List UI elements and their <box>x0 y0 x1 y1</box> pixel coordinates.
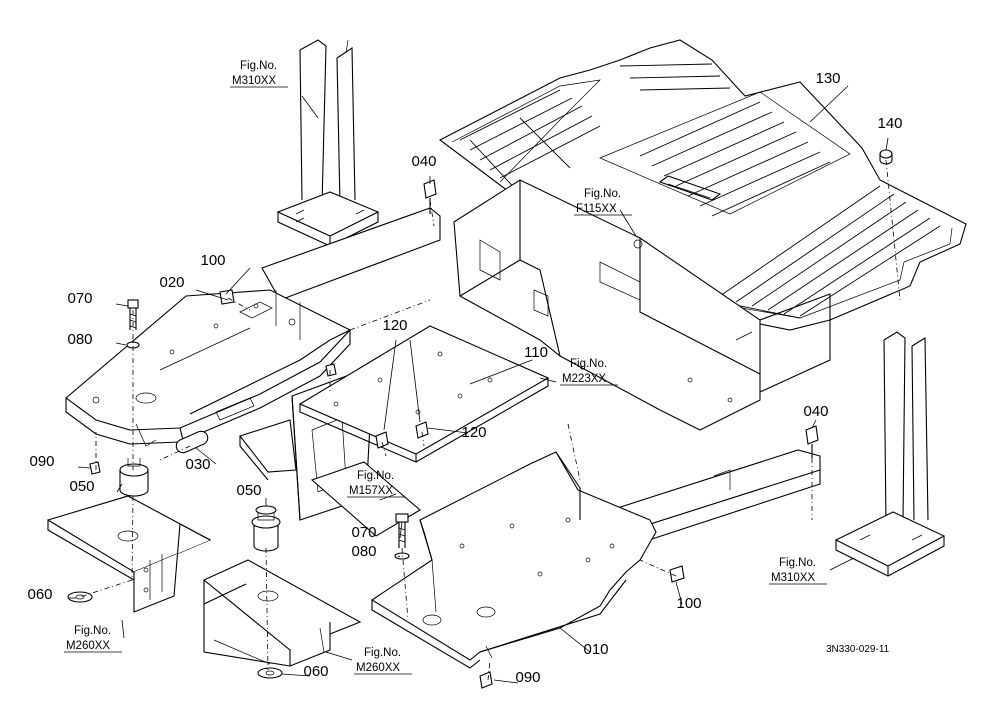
fig-ref-number: M260XX <box>66 640 110 652</box>
column-right <box>834 331 946 577</box>
fig-ref-prefix: Fig.No. <box>584 188 621 200</box>
bolt-070-right <box>395 513 409 548</box>
fig-ref-prefix: Fig.No. <box>240 60 277 72</box>
part-label-070: 070 <box>67 290 92 307</box>
fig-ref-M157XX: Fig.No. M157XX <box>347 470 405 498</box>
washer-080-right <box>394 552 410 560</box>
part-label-060: 060 <box>303 663 328 680</box>
fig-ref-M310XX: Fig.No. M310XX <box>230 60 288 88</box>
bolt-090-left <box>89 461 101 475</box>
part-label-110: 110 <box>524 344 548 361</box>
parts-linework <box>46 39 967 689</box>
washer-060-center <box>257 667 283 679</box>
mount-bracket-center <box>202 559 362 667</box>
bolt-100-left <box>219 289 235 305</box>
fig-ref-F115XX: Fig.No. F115XX <box>574 188 632 216</box>
part-label-070: 070 <box>351 524 376 541</box>
part-label-040: 040 <box>803 403 828 420</box>
assembly-axes <box>79 159 901 681</box>
fig-ref-prefix: Fig.No. <box>74 625 111 637</box>
part-label-010: 010 <box>583 641 608 658</box>
part-label-100: 100 <box>200 252 225 269</box>
part-label-020: 020 <box>159 274 184 291</box>
fig-ref-prefix: Fig.No. <box>364 647 401 659</box>
bolt-090-bottom <box>479 671 493 689</box>
fig-ref-prefix: Fig.No. <box>570 358 607 370</box>
floor-pan-010 <box>370 451 657 669</box>
part-label-120: 120 <box>382 317 407 334</box>
fig-ref-number: M157XX <box>349 485 393 497</box>
part-label-040: 040 <box>411 153 436 170</box>
part-label-050: 050 <box>69 478 94 495</box>
main-frame <box>453 179 831 431</box>
fig-ref-number: F115XX <box>576 203 617 215</box>
bolt-040-top <box>423 179 437 214</box>
leader-lines <box>68 85 889 684</box>
rubber-mount-050-center <box>251 505 281 552</box>
part-labels: 010 020 030 040 040 050 050 060 060 070 070 080 080 0… <box>27 70 902 686</box>
part-label-080: 080 <box>351 543 376 560</box>
part-label-090: 090 <box>515 669 540 686</box>
fig-ref-number: M310XX <box>771 572 815 584</box>
bolt-120-c <box>325 363 337 377</box>
figure-references: Fig.No.M310XXFig.No.F115XXFig.No.M223XXF… <box>64 60 827 675</box>
bolt-120-a <box>375 431 389 449</box>
fig-ref-number: M260XX <box>356 662 400 674</box>
mount-bracket-left <box>46 495 212 613</box>
part-label-140: 140 <box>877 115 902 132</box>
fig-ref-M310XX: Fig.No. M310XX <box>769 557 827 585</box>
part-label-050: 050 <box>236 482 261 499</box>
floor-mat <box>438 39 967 331</box>
fig-ref-M260XX: Fig.No. M260XX <box>64 625 122 653</box>
part-label-030: 030 <box>185 456 210 473</box>
fig-ref-prefix: Fig.No. <box>357 470 394 482</box>
bolt-120-b <box>415 421 429 439</box>
part-label-100: 100 <box>676 595 701 612</box>
fig-ref-number: M223XX <box>562 373 606 385</box>
rubber-mount-050-left <box>119 458 149 497</box>
part-label-090: 090 <box>29 453 54 470</box>
fig-ref-prefix: Fig.No. <box>779 557 816 569</box>
part-label-080: 080 <box>67 331 92 348</box>
clip-030 <box>175 430 209 454</box>
fig-ref-number: M310XX <box>232 75 276 87</box>
drawing-code: 3N330-029-11 <box>826 644 890 655</box>
fig-ref-M223XX: Fig.No. M223XX <box>560 358 618 386</box>
column-top-left <box>276 39 380 247</box>
part-label-130: 130 <box>815 70 840 87</box>
bolt-040-right <box>805 425 819 458</box>
fig-ref-M260XX: Fig.No. M260XX <box>354 647 412 675</box>
bolt-070-left <box>127 299 139 330</box>
part-label-060: 060 <box>27 586 52 603</box>
washer-060-left <box>67 591 93 603</box>
bolt-100-right <box>669 565 685 583</box>
part-label-120: 120 <box>461 424 486 441</box>
